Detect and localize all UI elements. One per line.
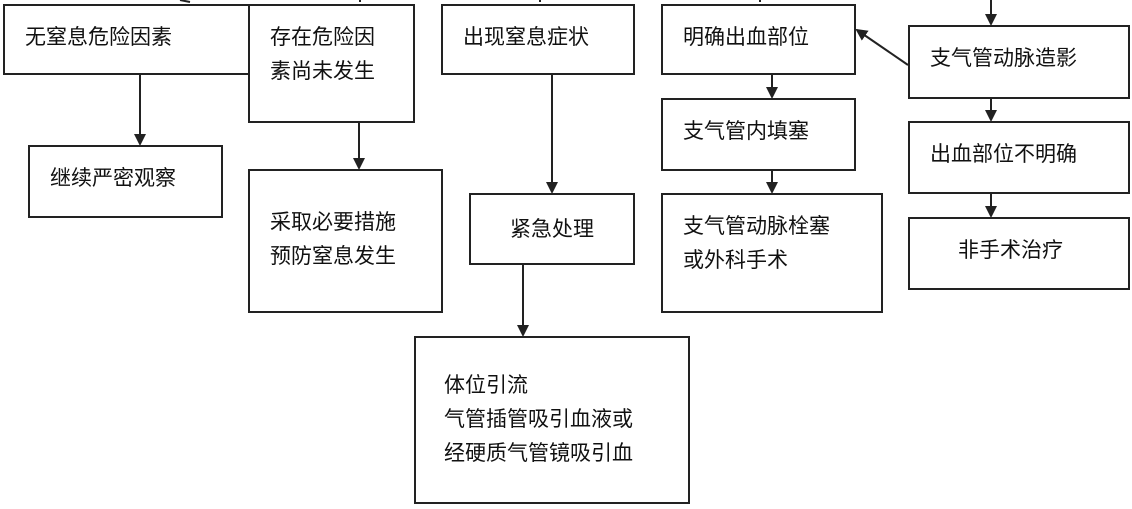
node-risk-not-occurred: 存在危险因 素尚未发生 — [248, 4, 415, 123]
node-label: 支气管动脉造影 — [930, 46, 1077, 70]
node-symptoms: 出现窒息症状 — [441, 4, 635, 75]
node-site-unclear: 出血部位不明确 — [908, 121, 1130, 194]
node-label: 出血部位不明确 — [930, 142, 1077, 166]
node-bronchial-tamponade: 支气管内填塞 — [661, 98, 856, 171]
node-label: 紧急处理 — [510, 217, 594, 241]
node-label: 继续严密观察 — [50, 166, 176, 190]
node-label-line: 或外科手术 — [683, 248, 788, 272]
node-embolization-surgery: 支气管动脉栓塞 或外科手术 — [661, 193, 883, 313]
node-label-line: 经硬质气管镜吸引血 — [444, 441, 633, 465]
node-label: 非手术治疗 — [958, 238, 1063, 262]
node-label-line: 采取必要措施 — [270, 210, 396, 234]
node-label: 明确出血部位 — [683, 25, 809, 49]
node-prevent: 采取必要措施 预防窒息发生 — [248, 169, 443, 313]
node-label-line: 素尚未发生 — [270, 59, 375, 83]
node-label-line: 存在危险因 — [270, 25, 375, 49]
node-emergency: 紧急处理 — [469, 193, 635, 265]
node-angiography: 支气管动脉造影 — [908, 25, 1130, 99]
node-label-line: 气管插管吸引血液或 — [444, 407, 633, 431]
node-label-line: 支气管动脉栓塞 — [683, 214, 830, 238]
node-label-line: 体位引流 — [444, 373, 528, 397]
node-label: 无窒息危险因素 — [25, 25, 172, 49]
incoming-edge-fragment — [179, 0, 191, 3]
node-no-risk: 无窒息危险因素 — [3, 4, 250, 75]
node-keep-observe: 继续严密观察 — [28, 145, 223, 218]
node-label: 支气管内填塞 — [683, 119, 809, 143]
node-treatment: 体位引流 气管插管吸引血液或 经硬质气管镜吸引血 — [414, 336, 690, 504]
node-site-clear: 明确出血部位 — [661, 4, 856, 75]
node-label: 出现窒息症状 — [463, 25, 589, 49]
arrow-angiography-to-site — [855, 28, 909, 66]
node-label-line: 预防窒息发生 — [270, 244, 396, 268]
node-nonsurgical: 非手术治疗 — [908, 217, 1130, 290]
